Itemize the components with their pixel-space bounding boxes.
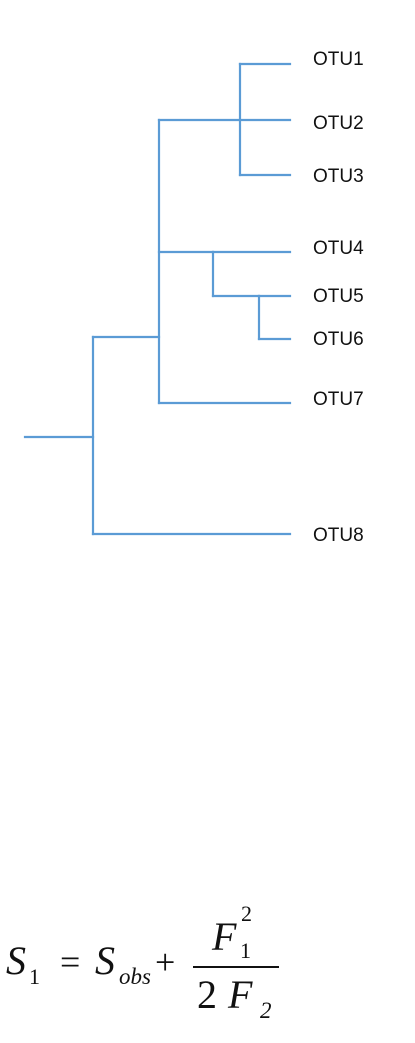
formula-denominator-coef: 2 [197,972,217,1017]
leaf-label-otu6: OTU6 [313,329,364,350]
formula-numerator-subscript: 1 [240,938,251,963]
leaf-label-otu5: OTU5 [313,286,364,307]
leaf-label-otu8: OTU8 [313,525,364,546]
formula-denominator-var: F [227,972,253,1017]
tree-branches [23,62,292,536]
leaf-label-otu3: OTU3 [313,166,364,187]
formula-equals: = [60,942,80,982]
formula-numerator-var: F [211,914,237,959]
formula-lhs: S [6,938,26,983]
formula-denominator-subscript: 2 [260,998,272,1023]
leaf-label-otu4: OTU4 [313,238,364,259]
formula-plus: + [155,942,175,982]
leaf-label-otu2: OTU2 [313,113,364,134]
formula-s-obs-subscript: obs [119,964,151,989]
leaf-label-otu7: OTU7 [313,389,364,410]
formula-numerator-superscript: 2 [241,901,252,926]
leaf-label-otu1: OTU1 [313,49,364,70]
formula-lhs-subscript: 1 [29,964,40,989]
phylogenetic-tree: OTU1 OTU2 OTU3 OTU4 OTU5 OTU6 OTU7 OTU8 [23,49,364,546]
formula-s-obs: S [95,938,115,983]
